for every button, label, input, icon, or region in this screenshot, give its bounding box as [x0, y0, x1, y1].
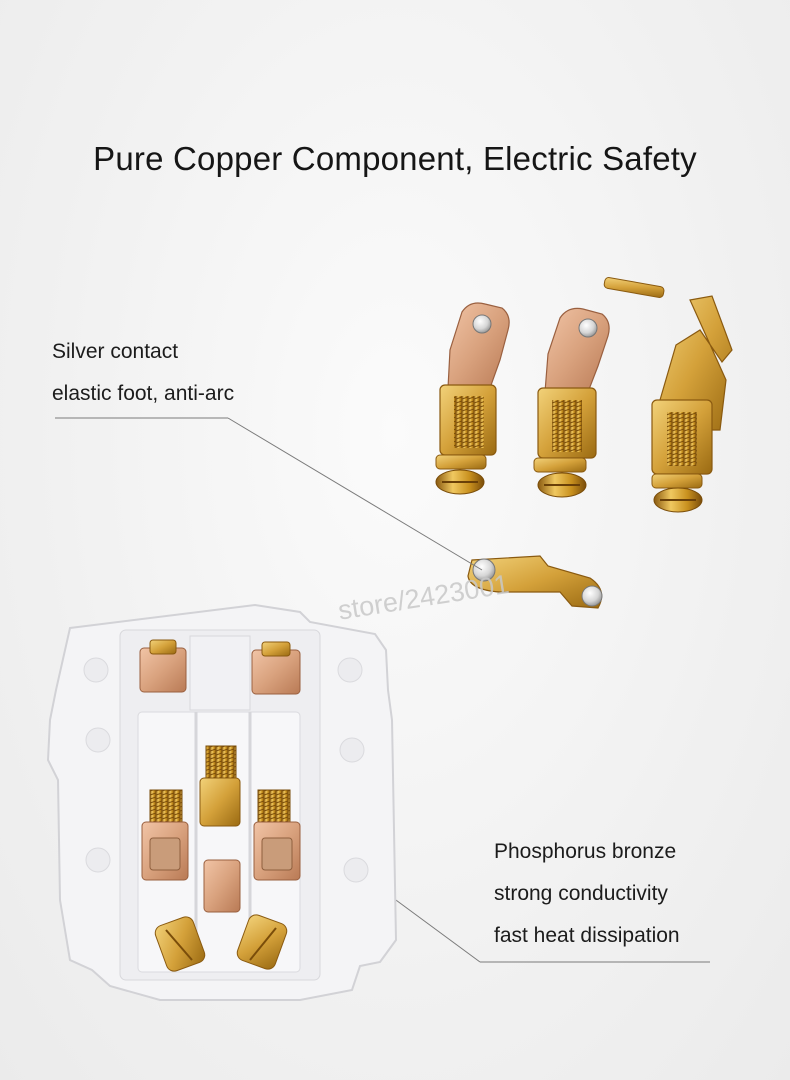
callout-silver-line-1: Silver contact: [52, 340, 179, 363]
terminal-brass-ground: [603, 277, 733, 513]
callout-phos-line-1: Phosphorus bronze: [494, 840, 677, 863]
socket-top-contact-left: [139, 639, 187, 693]
socket-screw-center: [199, 745, 241, 913]
socket-screw-right: [253, 789, 301, 881]
socket-screw-left: [141, 789, 189, 881]
callout-phos-line-3: fast heat dissipation: [494, 924, 680, 947]
callout-phosphorus-bronze: Phosphorus bronze strong conductivity fa…: [494, 831, 680, 957]
callout-silver-contact: Silver contact elastic foot, anti-arc: [52, 331, 234, 415]
page-title: Pure Copper Component, Electric Safety: [93, 140, 697, 177]
callout-phos-line-2: strong conductivity: [494, 882, 668, 905]
socket-bottom-clip-right: [236, 914, 288, 970]
socket-top-contact-right: [251, 641, 301, 695]
leader-line-silver-diagonal: [227, 417, 483, 571]
terminal-copper-middle: [533, 307, 610, 498]
terminal-copper-left: [435, 302, 510, 495]
silver-contact-strip: [467, 555, 603, 609]
callout-silver-line-2: elastic foot, anti-arc: [52, 382, 235, 405]
socket-bottom-clip-left: [154, 916, 206, 972]
